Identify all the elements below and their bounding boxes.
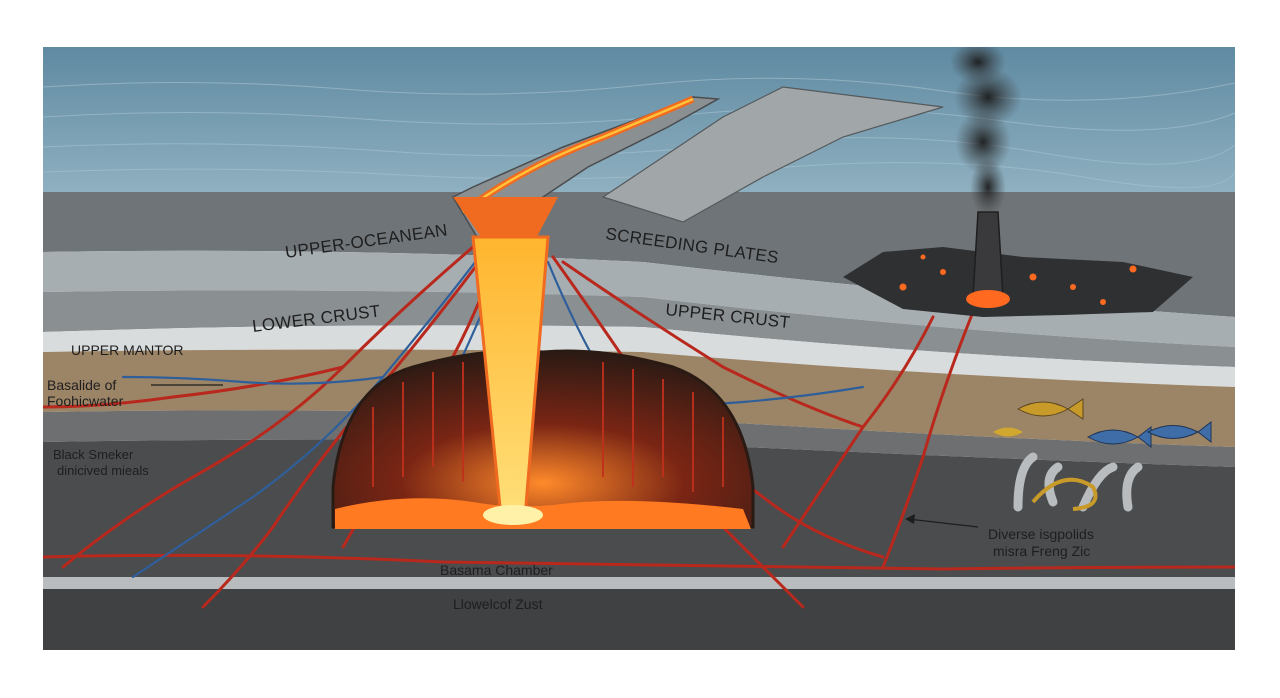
label-black-smoker-line1: Black Smeker (53, 447, 134, 462)
label-diverse-line2: misra Freng Zic (993, 543, 1090, 559)
tube-worm-yellow (1031, 477, 1098, 511)
smoke-plume (950, 47, 1022, 217)
layer-bottom-mantle (43, 589, 1235, 650)
lava-splash (483, 505, 543, 525)
label-basalide-line1: Basalide of (47, 377, 116, 393)
diagram-frame: UPPER-OCEANEAN SCREEDING PLATES LOWER CR… (43, 47, 1235, 650)
label-basalide-line2: Foohicwater (47, 393, 124, 409)
label-diverse-line1: Diverse isgpolids (988, 526, 1094, 542)
layer-light-seam (43, 577, 1235, 589)
layer-white-band (43, 325, 1235, 387)
label-lower-zust: Llowelcof Zust (453, 596, 543, 612)
label-basama-chamber: Basama Chamber (440, 562, 553, 578)
chamber-drips (372, 362, 724, 492)
black-smoker-vent (843, 211, 1193, 317)
seafloor-cross-section: UPPER-OCEANEAN SCREEDING PLATES LOWER CR… (43, 47, 1235, 650)
chamber-lava-floor (335, 498, 751, 529)
pointer-diverse (907, 518, 979, 528)
label-upper-mantor: UPPER MANTOR (71, 342, 184, 358)
pointer-diverse-arrowhead (905, 514, 915, 524)
label-black-smoker-line2: dinicived mieals (57, 463, 149, 478)
magma-chamber (331, 349, 755, 529)
tube-worms (1013, 452, 1143, 512)
vent-fish (993, 398, 1212, 449)
layer-crust-gray (43, 290, 1235, 367)
layer-light-band (43, 250, 1235, 347)
